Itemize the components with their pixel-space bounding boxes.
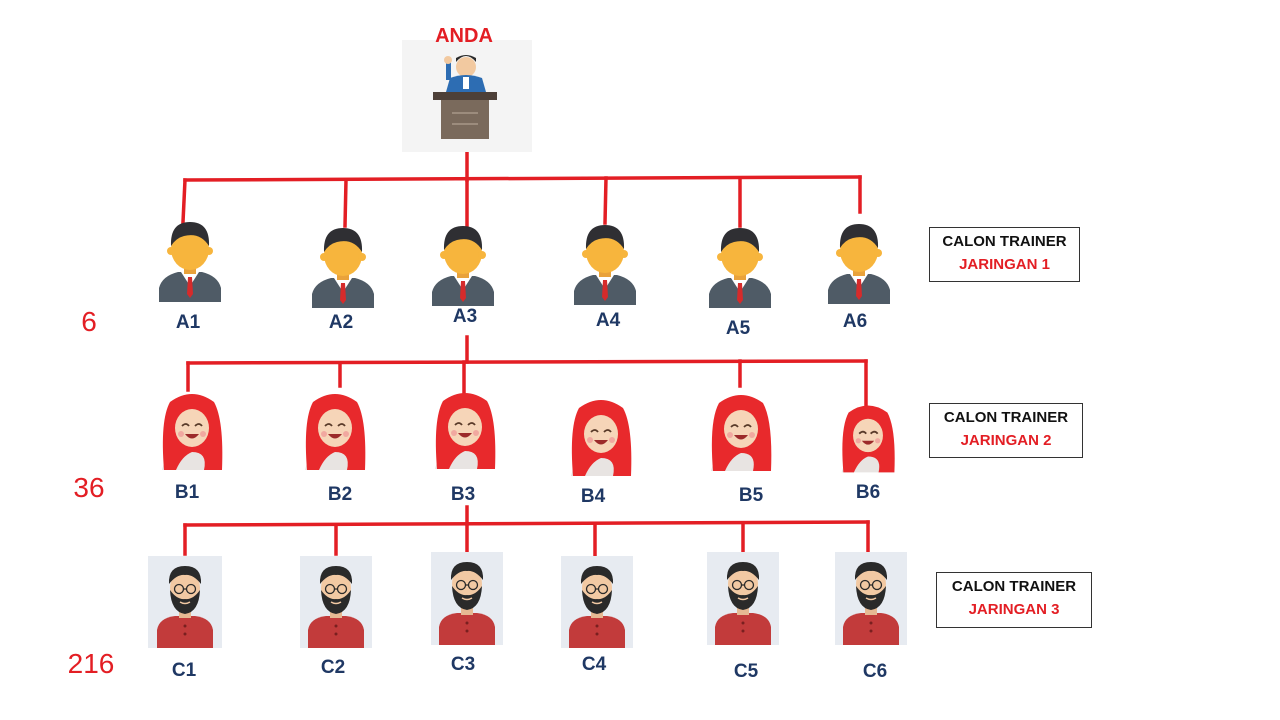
businessman-icon bbox=[159, 222, 221, 302]
node-label-b6: B6 bbox=[855, 482, 881, 503]
bearded-man-icon bbox=[300, 556, 372, 648]
businessman-icon bbox=[432, 226, 494, 306]
bearded-man-icon bbox=[561, 556, 633, 648]
node-label-c2: C2 bbox=[320, 657, 346, 678]
node-label-c4: C4 bbox=[581, 654, 607, 675]
businessman-icon bbox=[312, 228, 374, 308]
speaker-at-podium-icon bbox=[402, 40, 532, 152]
node-label-b4: B4 bbox=[580, 486, 606, 507]
connector-line bbox=[183, 175, 862, 182]
node-label-a6: A6 bbox=[842, 311, 868, 332]
node-label-a3: A3 bbox=[452, 306, 478, 327]
connector-line bbox=[603, 176, 608, 225]
legend-level-1: CALON TRAINER JARINGAN 1 bbox=[929, 227, 1080, 282]
node-label-a4: A4 bbox=[595, 310, 621, 331]
hijab-woman-icon bbox=[305, 394, 366, 470]
businessman-icon bbox=[828, 224, 890, 304]
node-label-a5: A5 bbox=[725, 318, 751, 339]
connector-line bbox=[343, 178, 348, 228]
hijab-woman-icon bbox=[571, 400, 632, 476]
node-label-b1: B1 bbox=[174, 482, 200, 503]
node-label-c6: C6 bbox=[862, 661, 888, 682]
node-label-b5: B5 bbox=[738, 485, 764, 506]
legend-title: CALON TRAINER bbox=[943, 409, 1069, 426]
level-2-count: 36 bbox=[73, 472, 105, 503]
level-1-count: 6 bbox=[81, 306, 97, 337]
bearded-man-icon bbox=[707, 552, 779, 645]
node-label-c1: C1 bbox=[171, 660, 197, 681]
bearded-man-icon bbox=[431, 552, 503, 645]
node-label-a1: A1 bbox=[175, 312, 201, 333]
node-label-b3: B3 bbox=[450, 484, 476, 505]
hijab-woman-icon bbox=[711, 395, 772, 471]
businessman-icon bbox=[574, 225, 636, 305]
hijab-woman-icon bbox=[841, 405, 895, 473]
legend-network: JARINGAN 2 bbox=[960, 432, 1052, 449]
bearded-man-icon bbox=[835, 552, 907, 645]
legend-level-2: CALON TRAINER JARINGAN 2 bbox=[929, 403, 1083, 458]
legend-network: JARINGAN 1 bbox=[959, 256, 1050, 273]
connector-lines bbox=[181, 138, 870, 558]
connector-line bbox=[181, 178, 187, 224]
connector-line bbox=[183, 520, 870, 527]
node-label-c5: C5 bbox=[733, 661, 759, 682]
legend-network: JARINGAN 3 bbox=[968, 601, 1060, 618]
connector-line bbox=[186, 359, 868, 365]
node-label-c3: C3 bbox=[450, 654, 476, 675]
node-label-b2: B2 bbox=[327, 484, 353, 505]
hijab-woman-icon bbox=[435, 393, 496, 469]
node-label-a2: A2 bbox=[328, 312, 354, 333]
legend-level-3: CALON TRAINER JARINGAN 3 bbox=[936, 572, 1092, 628]
hijab-woman-icon bbox=[162, 394, 223, 470]
legend-title: CALON TRAINER bbox=[951, 578, 1077, 595]
bearded-man-icon bbox=[148, 556, 222, 648]
level-3-count: 216 bbox=[67, 648, 115, 679]
top-node-label: ANDA bbox=[435, 25, 493, 47]
businessman-icon bbox=[709, 228, 771, 308]
legend-title: CALON TRAINER bbox=[942, 233, 1067, 250]
